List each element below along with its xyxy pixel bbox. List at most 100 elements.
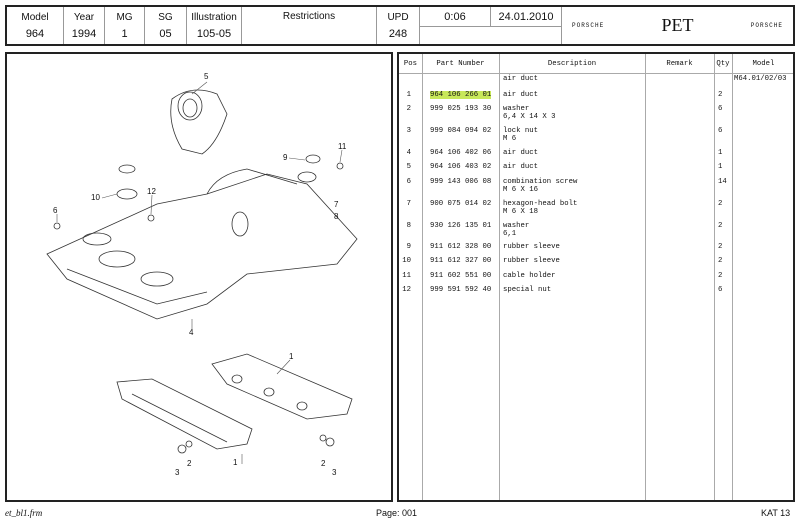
cell-desc: lock nut [503,127,539,135]
porsche-logo: PORSCHE [750,22,783,29]
cell-pos: 3 [406,127,411,135]
divider [645,54,646,500]
callout-7[interactable]: 7 [334,200,339,209]
divider [732,54,733,500]
form-name: et_bl1.frm [5,508,43,518]
cell-part: 900 075 014 02 [430,200,492,208]
cell-part: 964 106 403 02 [430,163,492,171]
col-pos[interactable]: Pos [403,60,418,68]
cell-part: 999 143 006 08 [430,178,492,186]
callout-4[interactable]: 4 [189,328,194,337]
cell-desc-detail: M 6 [503,135,517,143]
cell-pos: 11 [402,272,411,280]
cell-desc-detail: 6,4 X 14 X 3 [503,113,556,121]
value: 105-05 [196,27,232,40]
header-upd: UPD 248 [377,7,420,44]
cell-desc-detail: M 6 X 16 [503,186,539,194]
divider [714,54,715,500]
callout-3[interactable]: 3 [332,468,337,477]
cell-desc: air duct [503,75,539,83]
cell-pos: 8 [406,222,411,230]
callout-2[interactable]: 2 [187,459,192,468]
callout-6[interactable]: 6 [53,206,58,215]
col-remark[interactable]: Remark [666,60,693,68]
cell-pos: 6 [406,178,411,186]
callout-9[interactable]: 9 [283,153,288,162]
col-description[interactable]: Description [547,60,597,68]
callout-12[interactable]: 12 [147,187,156,196]
porsche-logo: PORSCHE [572,22,605,29]
callout-2[interactable]: 2 [321,459,326,468]
cell-part: 911 612 328 00 [430,243,492,251]
callout-3[interactable]: 3 [175,468,180,477]
header-sg: SG 05 [145,7,187,44]
cell-part: 999 025 193 30 [430,105,492,113]
cell-part: 964 106 402 06 [430,149,492,157]
divider [422,54,423,500]
cell-pos: 10 [402,257,411,265]
label: Model [21,11,49,23]
cell-qty: 1 [718,149,723,157]
cell-desc: special nut [503,286,552,294]
header-restrictions: Restrictions [242,7,377,44]
exploded-diagram [46,81,358,464]
time: 0:06 [420,7,491,26]
cell-qty: 2 [718,200,723,208]
cell-desc-detail: 6,1 [503,230,517,238]
callout-1[interactable]: 1 [289,352,294,361]
cell-desc: hexagon-head bolt [503,200,578,208]
cell-qty: 6 [718,127,723,135]
cell-desc: washer [503,222,530,230]
parts-table: Pos Part Number Description Remark Qty M… [397,52,795,502]
cell-qty: 2 [718,243,723,251]
table-header: Pos Part Number Description Remark Qty M… [399,54,793,74]
callout-8[interactable]: 8 [334,212,339,221]
cell-qty: 6 [718,105,723,113]
value: 05 [159,27,172,40]
cell-qty: 6 [718,286,723,294]
callout-11[interactable]: 11 [338,142,347,151]
page-number: Page: 001 [376,508,418,518]
leader-lines [56,81,343,464]
header-year: Year 1994 [64,7,105,44]
air-duct-4 [46,168,358,320]
callout-5[interactable]: 5 [204,72,209,81]
label: UPD [387,11,409,23]
catalog-label: KAT 13 [761,508,791,518]
label: Restrictions [282,11,336,22]
cell-desc: rubber sleeve [503,257,560,265]
cell-qty: 2 [718,257,723,265]
label: Year [73,11,95,23]
parts-illustration[interactable]: 5 11 9 10 12 6 7 8 4 1 3 2 1 2 3 [5,52,393,502]
callout-1[interactable]: 1 [233,458,238,467]
value: 1994 [71,27,97,40]
cell-desc: air duct [503,163,539,171]
small-parts [53,154,344,454]
callout-10[interactable]: 10 [91,193,100,202]
cell-desc: air duct [503,149,539,157]
cell-pos: 5 [406,163,411,171]
cell-qty: 2 [718,272,723,280]
label: SG [158,11,173,23]
cell-qty: 2 [718,222,723,230]
col-model[interactable]: Model [752,60,775,68]
cell-part: 999 084 094 02 [430,127,492,135]
cell-qty: 14 [718,178,727,186]
value: 964 [25,27,45,40]
air-duct-5 [170,89,228,155]
cell-desc: washer [503,105,530,113]
cell-part: 911 612 327 00 [430,257,492,265]
cell-pos: 1 [406,91,411,99]
col-part-number[interactable]: Part Number [436,60,485,68]
col-qty[interactable]: Qty [716,60,730,68]
value: 248 [388,27,408,40]
label: MG [116,11,133,23]
air-duct-1-lower [116,378,253,450]
cell-pos: 4 [406,149,411,157]
cell-desc: combination screw [503,178,578,186]
